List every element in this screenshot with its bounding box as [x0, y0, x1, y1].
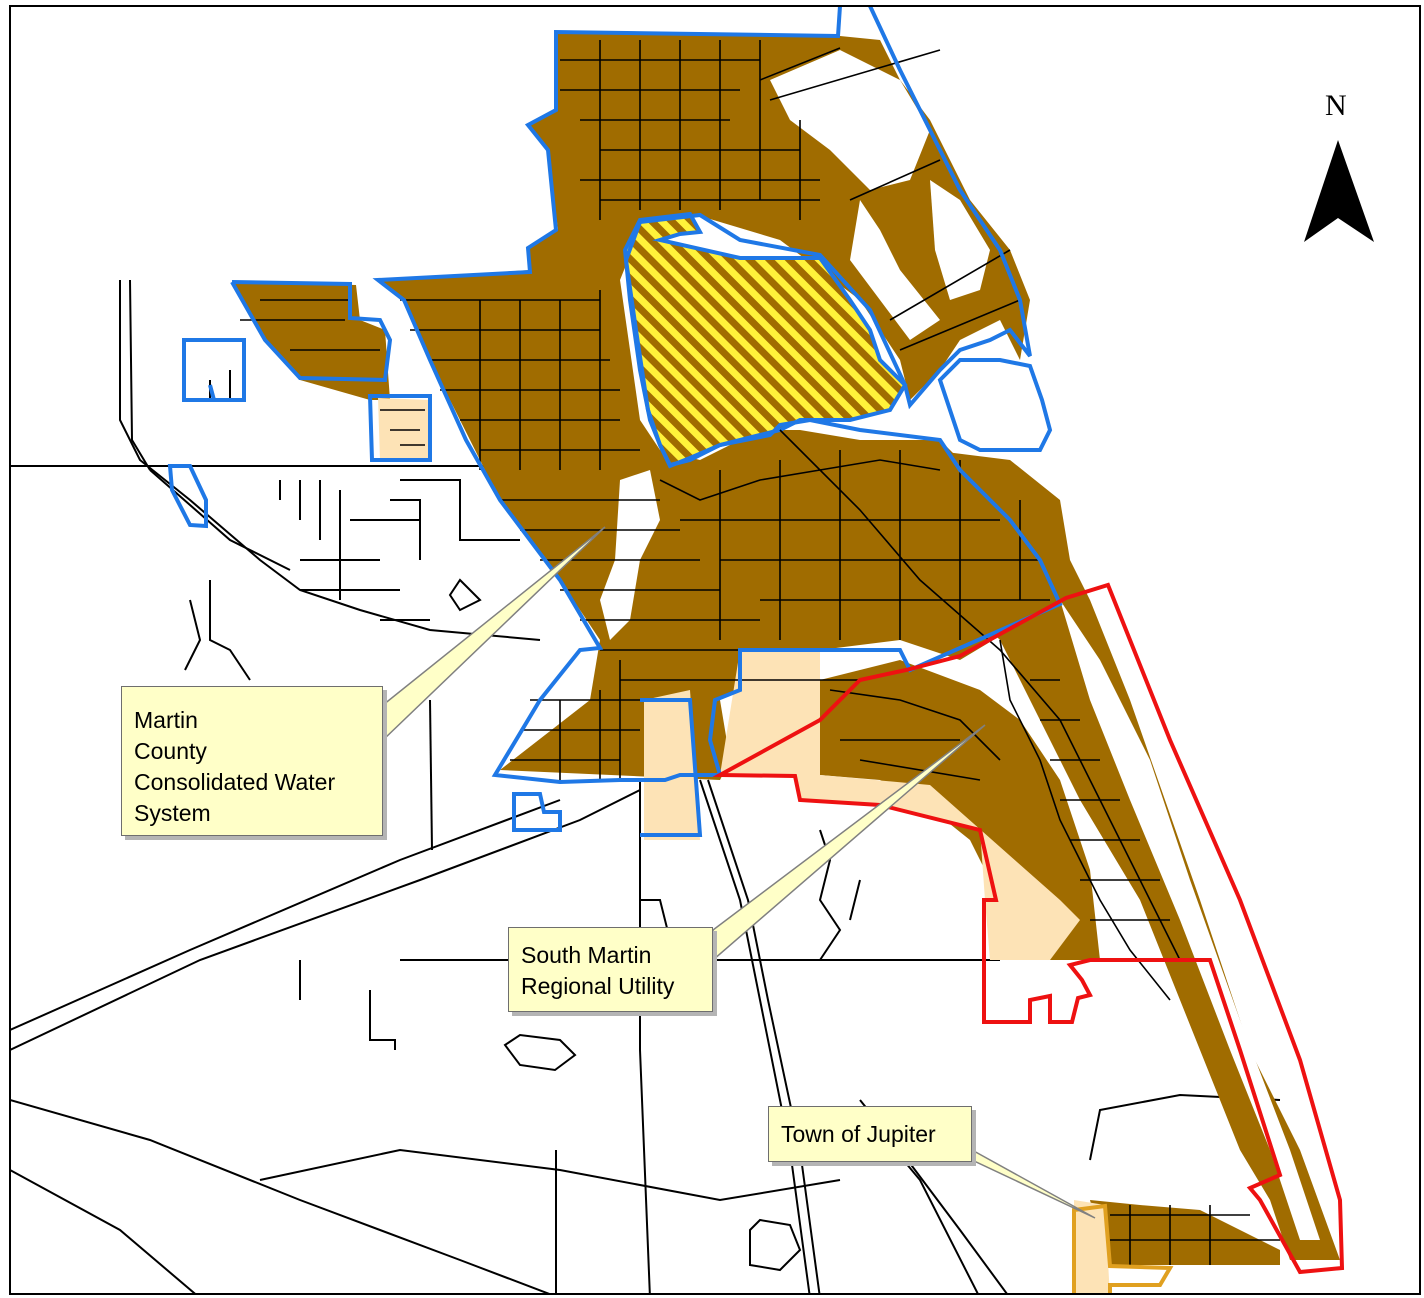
water-features — [600, 50, 1320, 1240]
callout-text-line: Consolidated Water — [134, 769, 336, 795]
road-network-background — [10, 279, 1281, 1294]
north-arrow-icon — [1304, 140, 1374, 242]
callout-text-line: Martin — [134, 707, 198, 733]
callout-text-line: County — [134, 738, 207, 764]
callout-martin-county-water-system: Martin County Consolidated Water System — [121, 686, 383, 836]
callout-text-line: Town of Jupiter — [781, 1121, 936, 1147]
map-frame-border — [9, 5, 1421, 1295]
street-network-urban — [240, 40, 1280, 1265]
callout-text-line: Regional Utility — [521, 973, 675, 999]
callout-leaders — [382, 526, 1096, 1219]
callout-text-line: System — [134, 800, 211, 826]
callout-south-martin-regional-utility: South Martin Regional Utility — [508, 927, 713, 1012]
north-label: N — [1325, 89, 1347, 122]
martin-county-boundary — [167, 6, 1063, 837]
callout-text-line: South Martin — [521, 942, 652, 968]
callout-town-of-jupiter: Town of Jupiter — [768, 1106, 972, 1162]
south-martin-regional-utility-boundary — [712, 582, 1345, 1275]
